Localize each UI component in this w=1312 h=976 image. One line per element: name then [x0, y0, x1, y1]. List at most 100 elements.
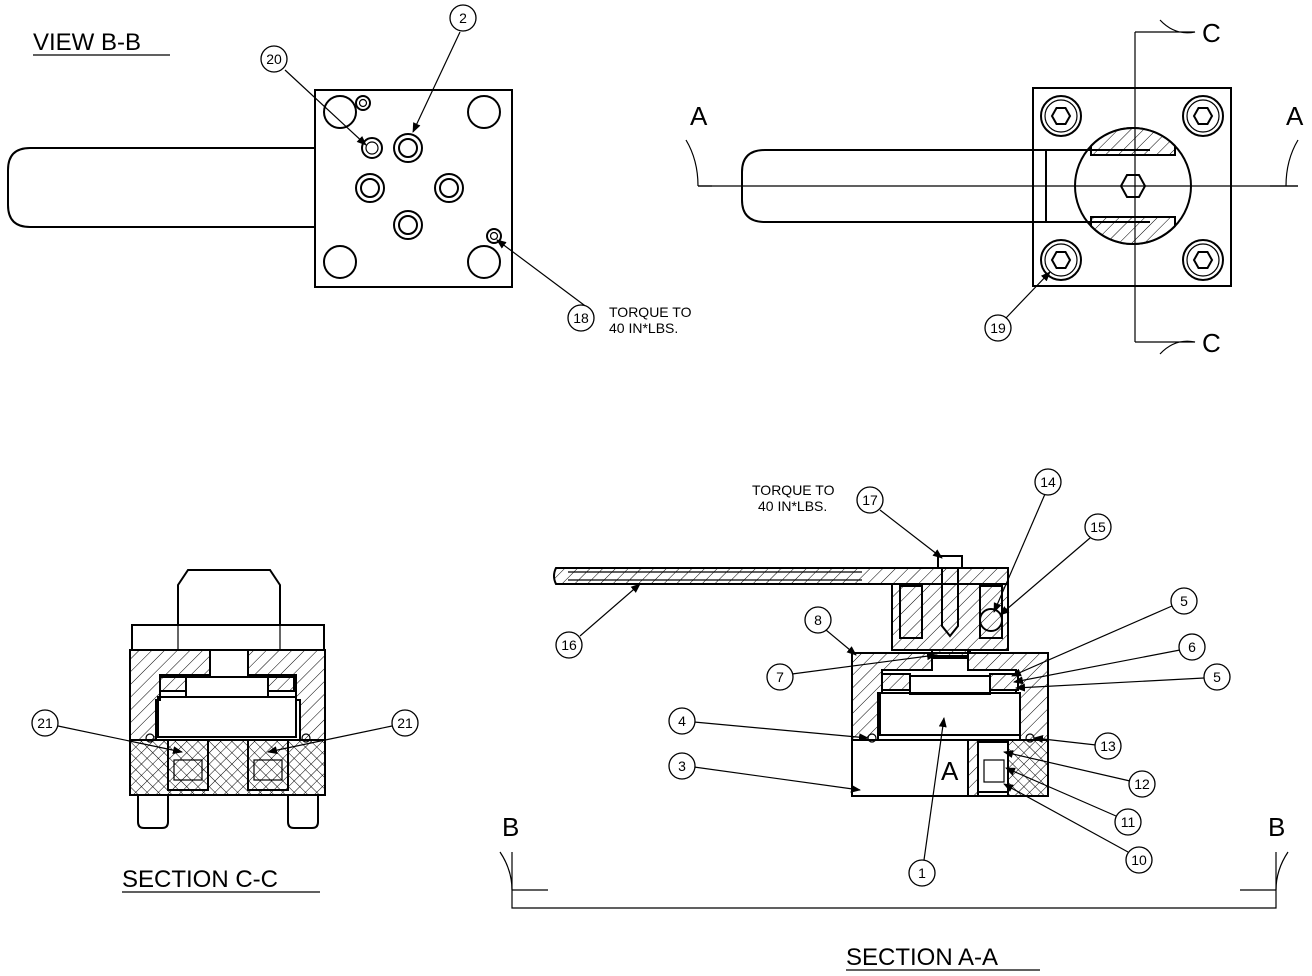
- leader-2: [412, 31, 461, 133]
- balloon-7: 7: [766, 663, 794, 691]
- svg-text:21: 21: [37, 715, 53, 731]
- section-aa-title: SECTION A-A: [846, 944, 998, 971]
- small-port: [355, 95, 371, 111]
- svg-text:8: 8: [814, 612, 822, 628]
- balloon-5: 5: [1203, 663, 1231, 691]
- leader-7: [791, 652, 937, 675]
- balloon-3: 3: [668, 752, 696, 780]
- balloon-4: 4: [668, 707, 696, 735]
- check-insert: [247, 739, 289, 791]
- balloon-5: 5: [1170, 587, 1198, 615]
- balloon-20: 20: [260, 45, 288, 73]
- leader-6: [1013, 649, 1181, 685]
- leader-14: [993, 493, 1046, 613]
- section-letter-b: B: [1268, 812, 1285, 842]
- balloon-1: 1: [908, 859, 936, 887]
- leader-20: [284, 69, 367, 146]
- cutting-plane-cc-ends: [1135, 19, 1196, 355]
- bolt-shank: [941, 568, 959, 638]
- balloon-17: 17: [856, 486, 884, 514]
- balloon-14: 14: [1034, 468, 1062, 496]
- svg-text:11: 11: [1121, 814, 1136, 830]
- mount-hole: [323, 245, 357, 279]
- handle: [7, 147, 315, 228]
- note-18-line1: TORQUE TO: [609, 304, 692, 320]
- small-port: [361, 137, 383, 159]
- balloon-21: 21: [391, 709, 419, 737]
- svg-text:5: 5: [1213, 669, 1221, 685]
- leader-4: [693, 721, 869, 742]
- leader-5: [1015, 677, 1205, 692]
- leader-3: [693, 766, 861, 793]
- svg-text:13: 13: [1100, 738, 1116, 754]
- leader-16: [579, 583, 641, 637]
- cutting-plane-aa-ends: [685, 139, 1299, 187]
- cap-screw: [1182, 239, 1224, 281]
- seal: [267, 676, 295, 692]
- svg-text:21: 21: [397, 715, 413, 731]
- cutting-plane-bb: [511, 852, 1277, 909]
- section-aa: A B B TORQUE TO 40 IN*LBS. 17 14 15 16 8…: [499, 468, 1289, 971]
- hub-section: [891, 583, 1009, 657]
- seal-5: [881, 673, 911, 691]
- handle-section: [553, 567, 1009, 585]
- leader-8: [825, 629, 857, 656]
- svg-text:15: 15: [1090, 519, 1106, 535]
- cap-plate: [131, 624, 325, 651]
- port: [393, 210, 423, 240]
- valve-block: [314, 89, 513, 288]
- leader-19: [1005, 271, 1051, 319]
- upper-housing: [851, 652, 1049, 741]
- svg-text:12: 12: [1134, 776, 1150, 792]
- section-letter-b: B: [502, 812, 519, 842]
- balloon-19: 19: [984, 314, 1012, 342]
- balloon-8: 8: [804, 606, 832, 634]
- bolt-head: [937, 555, 963, 569]
- mount-hole: [467, 95, 501, 129]
- section-letter-a: A: [1286, 101, 1304, 131]
- view-bb-title: VIEW B-B: [33, 29, 141, 56]
- seal: [159, 676, 187, 692]
- top-view: A A C C 19: [685, 18, 1304, 358]
- svg-text:3: 3: [678, 758, 686, 774]
- stem: [909, 675, 991, 695]
- balloon-10: 10: [1125, 846, 1153, 874]
- balloon-6: 6: [1178, 633, 1206, 661]
- leader-10: [1003, 783, 1129, 853]
- leader-18: [496, 239, 589, 309]
- note-17-line1: TORQUE TO: [752, 482, 835, 498]
- svg-text:18: 18: [573, 310, 589, 326]
- port: [355, 173, 385, 203]
- section-cc-title: SECTION C-C: [122, 866, 278, 893]
- svg-text:19: 19: [990, 320, 1006, 336]
- port: [393, 133, 423, 163]
- foot: [137, 795, 169, 829]
- cap-screw: [1182, 95, 1224, 137]
- section-letter-a: A: [941, 756, 959, 786]
- balloon-16: 16: [555, 631, 583, 659]
- svg-text:10: 10: [1131, 852, 1147, 868]
- svg-text:20: 20: [266, 51, 282, 67]
- svg-text:17: 17: [862, 492, 878, 508]
- piston: [879, 692, 1021, 736]
- mount-hole: [467, 245, 501, 279]
- svg-text:7: 7: [776, 669, 784, 685]
- cap-screw: [1040, 239, 1082, 281]
- check-valve: [977, 741, 1009, 793]
- svg-text:5: 5: [1180, 593, 1188, 609]
- check-insert: [167, 739, 209, 791]
- note-18-line2: 40 IN*LBS.: [609, 320, 678, 336]
- leader-15: [999, 537, 1091, 616]
- section-letter-c: C: [1202, 328, 1221, 358]
- view-bb: VIEW B-B 2: [7, 4, 692, 336]
- svg-text:16: 16: [561, 637, 577, 653]
- ball: [979, 608, 1003, 632]
- note-17-line2: 40 IN*LBS.: [758, 498, 827, 514]
- hub-section: [1090, 216, 1176, 245]
- hub-section: [1090, 127, 1176, 156]
- balloon-21: 21: [31, 709, 59, 737]
- leader-1: [923, 717, 947, 861]
- leader-13: [1033, 735, 1097, 746]
- svg-text:4: 4: [678, 713, 686, 729]
